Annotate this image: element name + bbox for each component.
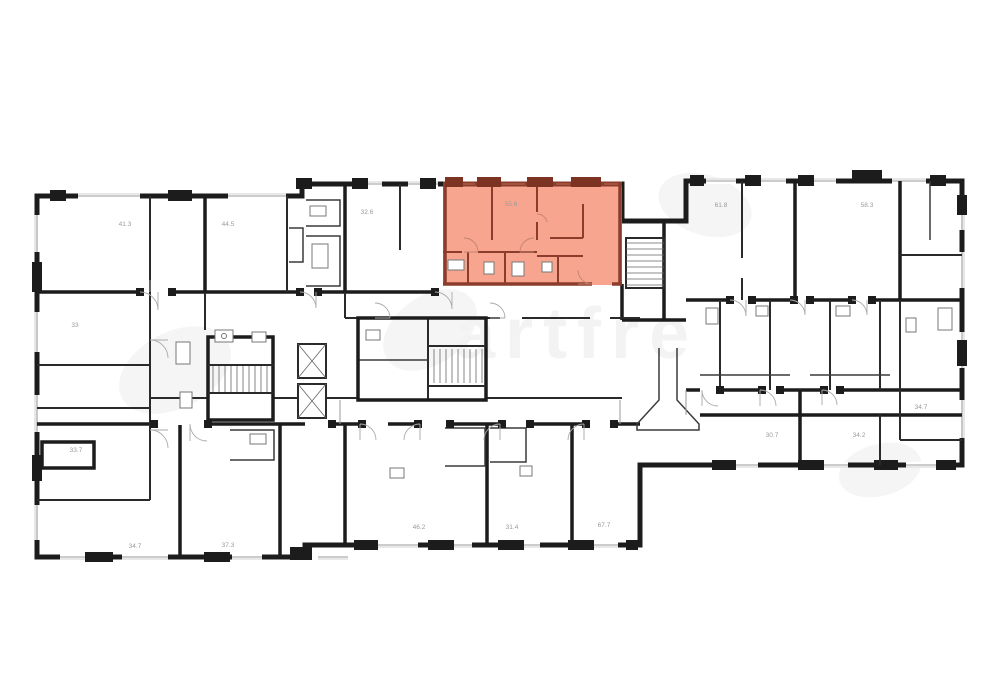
area-label: 44.5 <box>222 221 235 228</box>
area-label: 58.3 <box>861 202 874 209</box>
area-label: 30.7 <box>766 432 779 439</box>
area-label: 61.8 <box>715 202 728 209</box>
stair-core-right <box>625 237 665 289</box>
elevator-shafts <box>297 343 327 419</box>
selected-apartment-fill <box>443 184 622 285</box>
area-label: 32.6 <box>361 209 374 216</box>
area-label: 31.4 <box>506 524 519 531</box>
selected-area-label: 55.6 <box>505 201 518 208</box>
area-label: 33.7 <box>70 447 83 454</box>
fixtures <box>175 205 953 479</box>
selected-apartment[interactable] <box>443 177 622 286</box>
watermark-text: artfre <box>455 294 699 374</box>
area-label: 46.2 <box>413 524 426 531</box>
area-label: 34.7 <box>915 404 928 411</box>
area-label: 67.7 <box>598 522 611 529</box>
area-label: 37.3 <box>222 542 235 549</box>
area-label: 34.2 <box>853 432 866 439</box>
area-labels: 41.3 44.5 32.6 55.6 61.8 58.3 33 33.7 34… <box>70 201 928 550</box>
stair-core-center <box>356 316 488 402</box>
corridor-lines <box>149 280 687 424</box>
selected-apartment-doors <box>463 213 593 285</box>
ramp-symbol <box>636 348 700 431</box>
selected-apartment-fixtures <box>447 259 553 277</box>
wall-piers <box>32 170 967 562</box>
area-label: 41.3 <box>119 221 132 228</box>
stair-core-left <box>206 335 275 422</box>
area-label: 34.7 <box>129 543 142 550</box>
watermark: artfre <box>119 172 922 498</box>
area-label: 33 <box>71 322 79 329</box>
door-arcs <box>139 291 868 449</box>
interior-walls <box>37 181 962 557</box>
selected-apartment-piers <box>445 177 601 187</box>
